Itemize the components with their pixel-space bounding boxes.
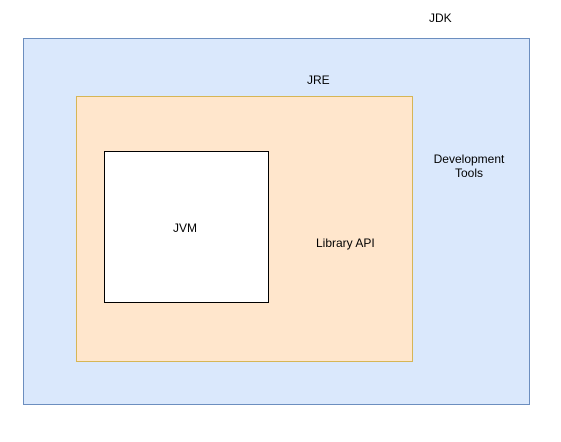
jdk-label: JDK [429,11,452,25]
jvm-box [104,151,269,303]
jre-label: JRE [307,73,330,87]
library-api-label: Library API [316,236,375,250]
jvm-label: JVM [173,221,197,235]
development-tools-label: Development Tools [433,152,505,180]
